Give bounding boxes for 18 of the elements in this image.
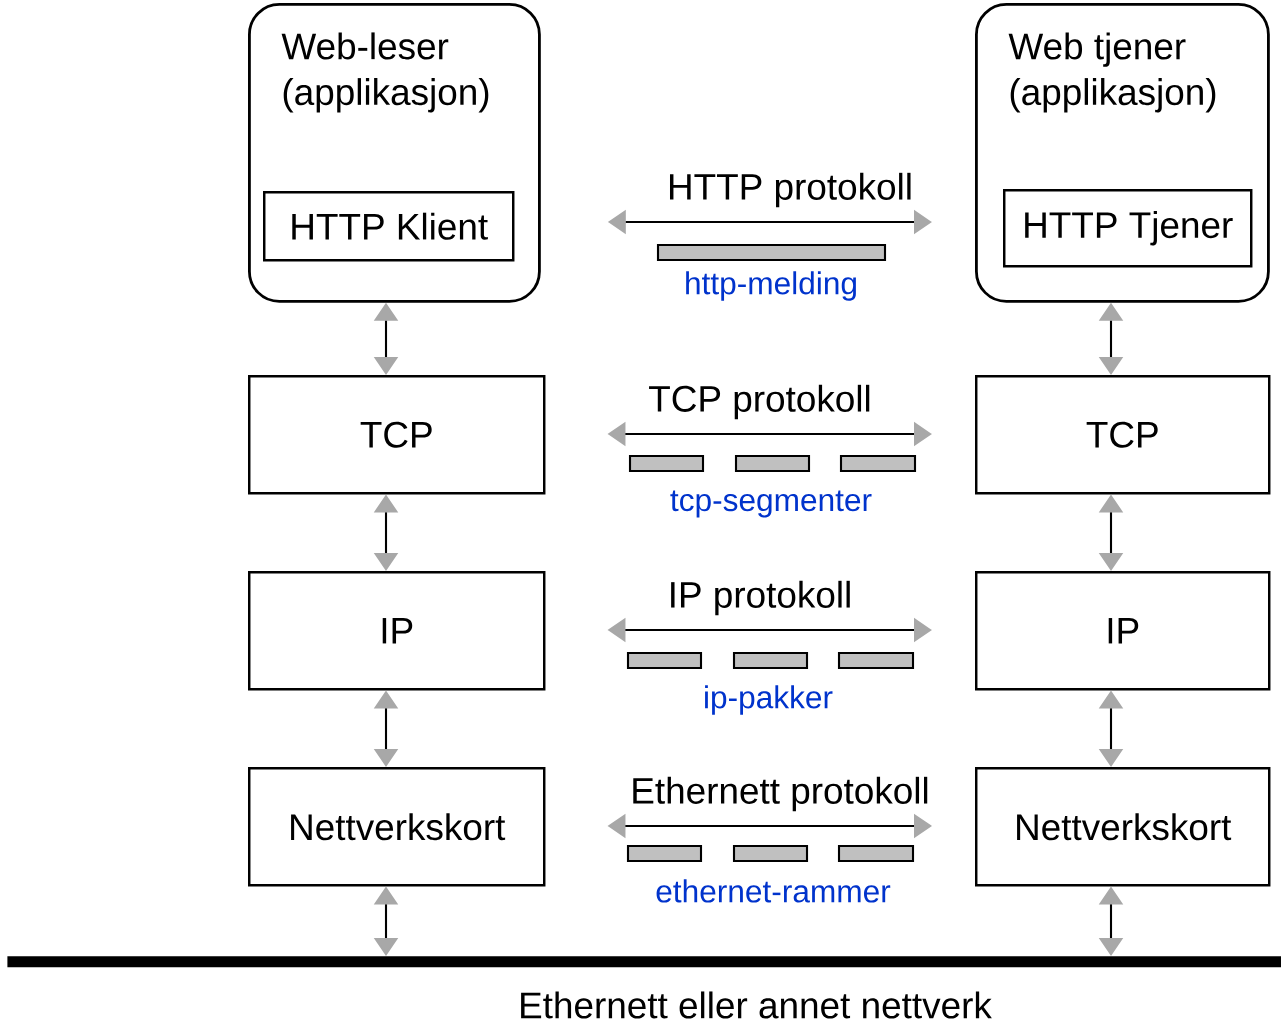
message-label: tcp-segmenter: [670, 490, 872, 518]
edge-label: TCP protokoll: [649, 384, 870, 420]
component-box: HTTP Klient: [263, 191, 515, 262]
layer-box: TCP: [248, 375, 546, 495]
message-label: http-melding: [686, 271, 856, 301]
layer-box: IP: [248, 571, 546, 691]
layer-box: TCP: [975, 375, 1271, 495]
component-box: HTTP Tjener: [1003, 189, 1253, 268]
edge-label: Ethernett protokoll: [633, 776, 928, 812]
message-label: ethernet-rammer: [656, 879, 891, 903]
edge-label: HTTP protokoll: [670, 172, 911, 208]
network-bar: [7, 956, 1281, 968]
layer-box: IP: [975, 571, 1271, 691]
edge-label: IP protokoll: [671, 580, 850, 616]
layer-box: Nettverkskort: [975, 767, 1271, 887]
network-label: Ethernett eller annet nettverk: [521, 991, 992, 1019]
layer-box: Nettverkskort: [248, 767, 546, 887]
message-label: ip-pakker: [705, 685, 833, 715]
